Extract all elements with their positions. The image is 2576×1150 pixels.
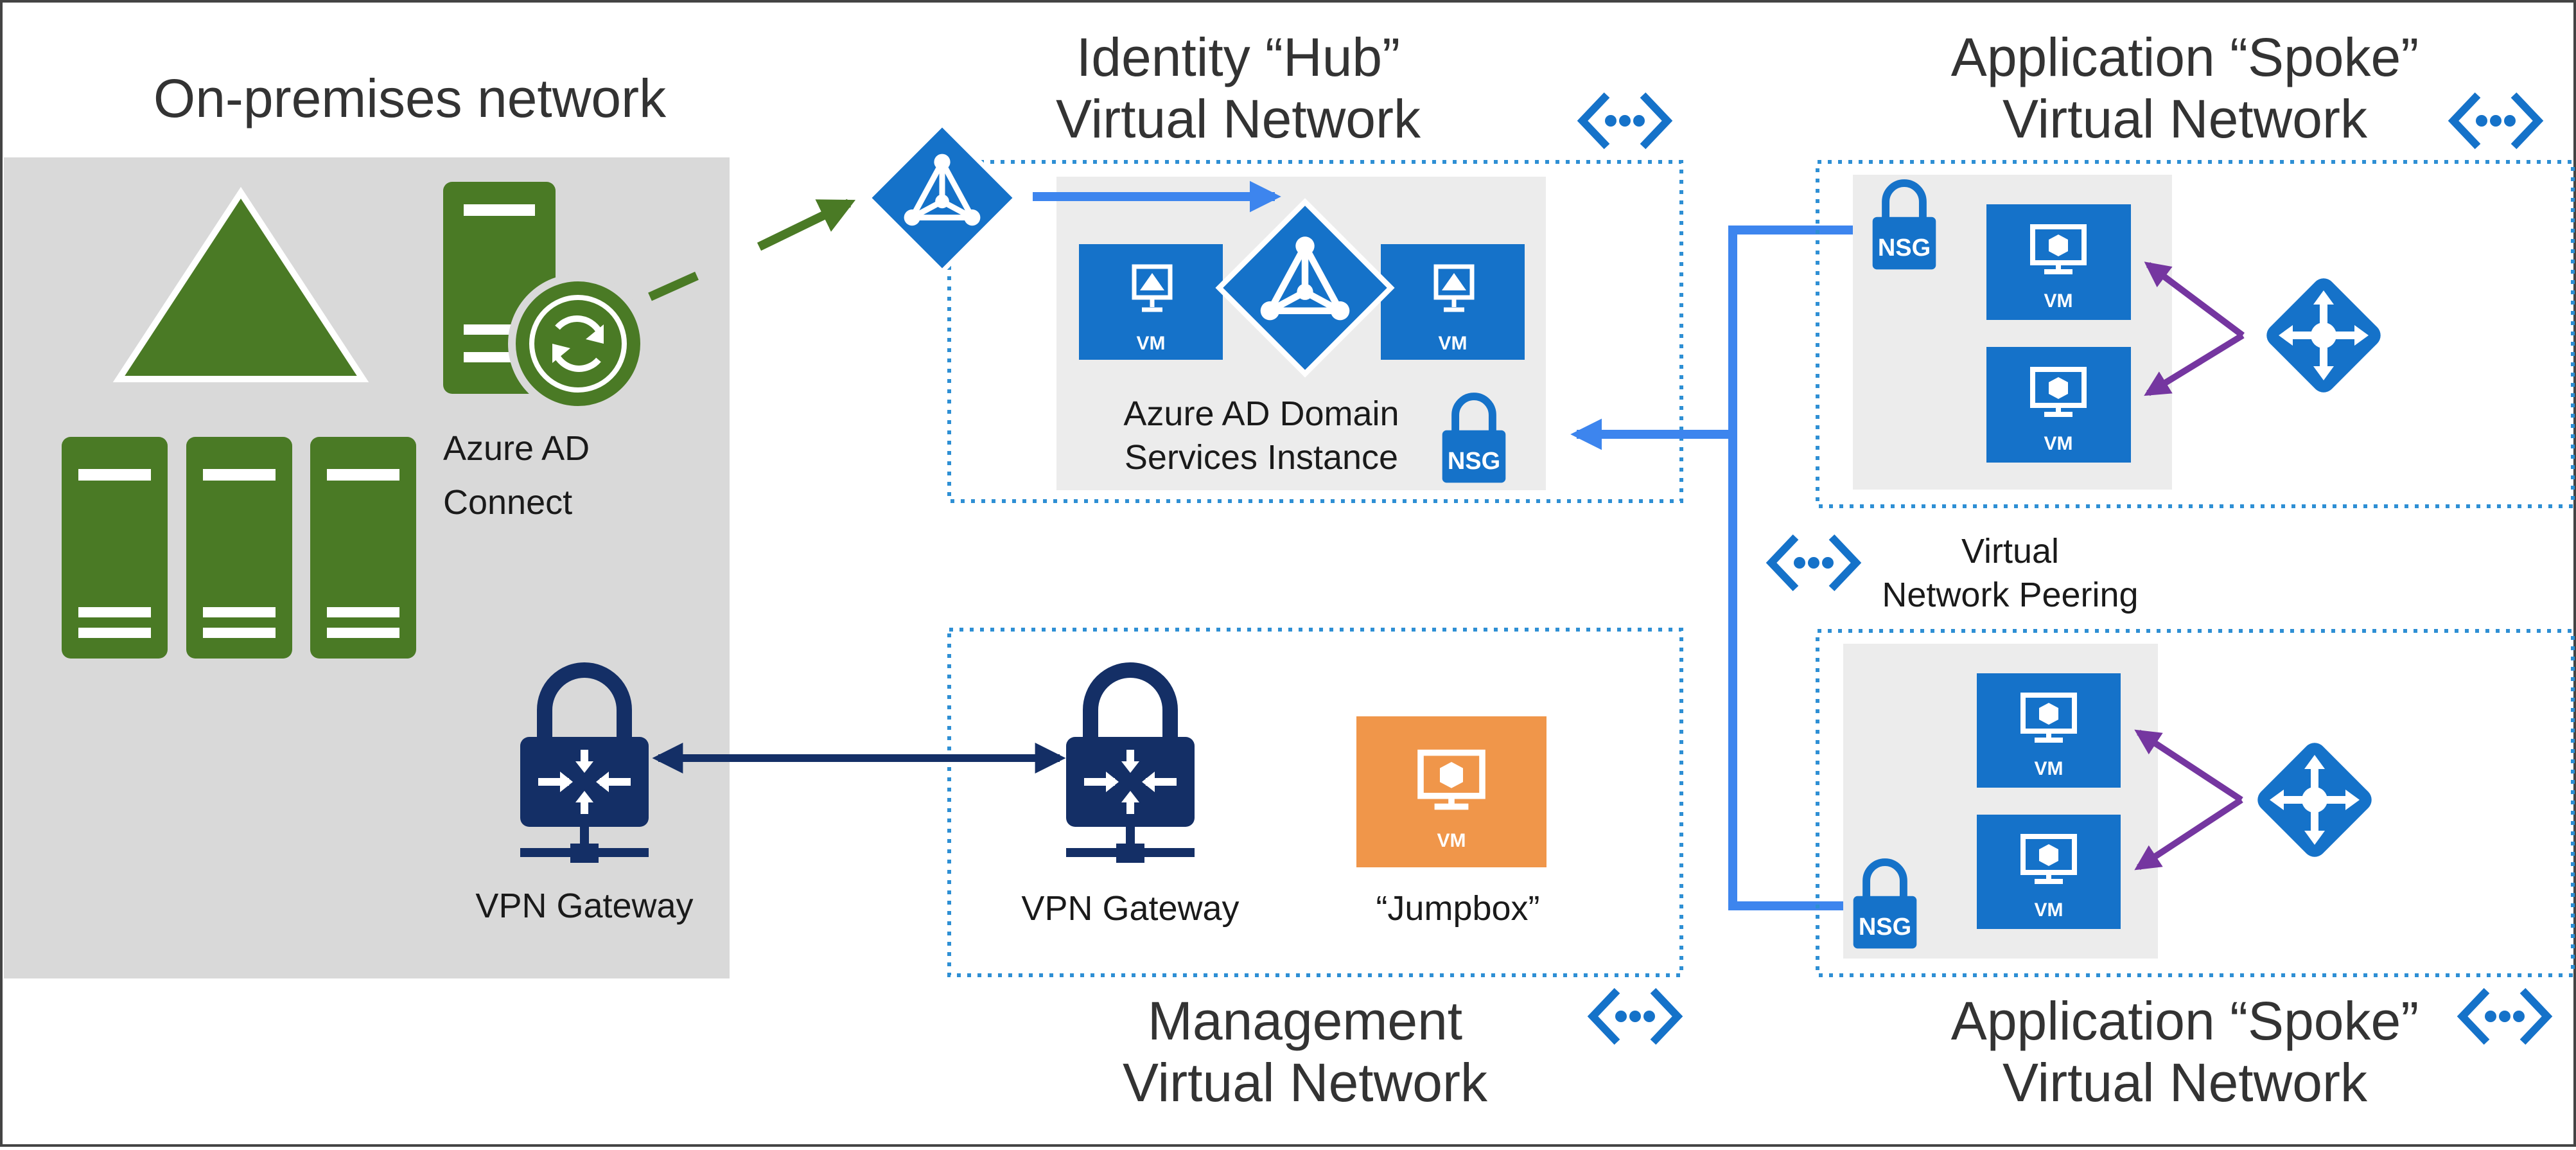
spoke-bottom-vm-2-label: VM	[2035, 899, 2063, 921]
spoke-top-vm-2-label: VM	[2044, 433, 2073, 454]
vpn-gateway-onprem-label: VPN Gateway	[475, 887, 693, 925]
hub-vm-left-label: VM	[1137, 333, 1166, 354]
aadds-label-line2: Services Instance	[1125, 438, 1398, 477]
sync-server-icon	[443, 182, 648, 414]
spoke-bottom-vm-2: VM	[1977, 815, 2121, 929]
spoke-top-boundary	[1816, 160, 2575, 508]
hub-nsg-icon: NSG	[1442, 396, 1506, 482]
server-rack-1	[62, 437, 168, 659]
mgmt-title-line2: Virtual Network	[1123, 1052, 1488, 1113]
jumpbox-label: “Jumpbox”	[1376, 889, 1539, 928]
peering-label-line2: Network Peering	[1882, 576, 2138, 614]
lb-top-to-vm2-arrow	[2144, 332, 2245, 396]
peering-line	[1728, 226, 1895, 910]
spoke-bottom-nsg-label: NSG	[1859, 914, 1911, 941]
hub-title-line1: Identity “Hub”	[1076, 27, 1400, 87]
spoke-bottom-vm-1-label: VM	[2035, 758, 2063, 779]
hub-title-line2: Virtual Network	[1056, 89, 1421, 149]
sync-dashed-connector	[648, 259, 726, 301]
hub-nsg-label: NSG	[1448, 448, 1500, 475]
spoke-top-title-line1: Application “Spoke”	[1951, 27, 2419, 87]
aad-connect-label-line1: Azure AD	[443, 429, 590, 468]
spoke-top-title-line2: Virtual Network	[2002, 89, 2368, 149]
spoke-bottom-nsg-icon: NSG	[1853, 862, 1917, 948]
server-rack-2	[186, 437, 292, 659]
aad-connect-label-line2: Connect	[443, 483, 572, 522]
hub-vm-left: VM	[1079, 244, 1223, 360]
spoke-bottom-boundary	[1816, 629, 2575, 977]
lb-bottom-to-vm2-arrow	[2134, 797, 2243, 871]
lb-bottom-to-vm1-arrow	[2134, 729, 2243, 803]
jumpbox-vm: VM	[1356, 716, 1546, 867]
vpn-gateway-mgmt-label: VPN Gateway	[1021, 889, 1239, 928]
lb-top-to-vm1-arrow	[2144, 261, 2245, 339]
spoke-top-nsg-label: NSG	[1878, 234, 1931, 261]
spoke-top-nsg-icon: NSG	[1873, 183, 1936, 269]
sync-arrow	[757, 199, 856, 251]
spoke-top-vm-2: VM	[1986, 347, 2131, 463]
jumpbox-vm-label: VM	[1437, 830, 1466, 851]
spoke-bottom-title-line2: Virtual Network	[2002, 1052, 2368, 1113]
peering-label-line1: Virtual	[1961, 532, 2059, 571]
spoke-top-vm-1-label: VM	[2044, 290, 2073, 312]
hub-vm-right: VM	[1381, 244, 1525, 360]
server-rack-3	[310, 437, 416, 659]
spoke-bottom-vm-1: VM	[1977, 673, 2121, 788]
mgmt-title-line1: Management	[1148, 991, 1462, 1051]
aadds-label-line1: Azure AD Domain	[1123, 394, 1399, 433]
onprem-title: On-premises network	[153, 68, 667, 128]
triangle-ad-icon	[112, 186, 369, 382]
mgmt-vnet-boundary	[947, 628, 1683, 977]
spoke-bottom-title-line1: Application “Spoke”	[1951, 991, 2419, 1051]
hub-vm-right-label: VM	[1439, 333, 1468, 354]
hub-vnet-boundary	[947, 160, 1683, 503]
spoke-top-vm-1: VM	[1986, 204, 2131, 320]
